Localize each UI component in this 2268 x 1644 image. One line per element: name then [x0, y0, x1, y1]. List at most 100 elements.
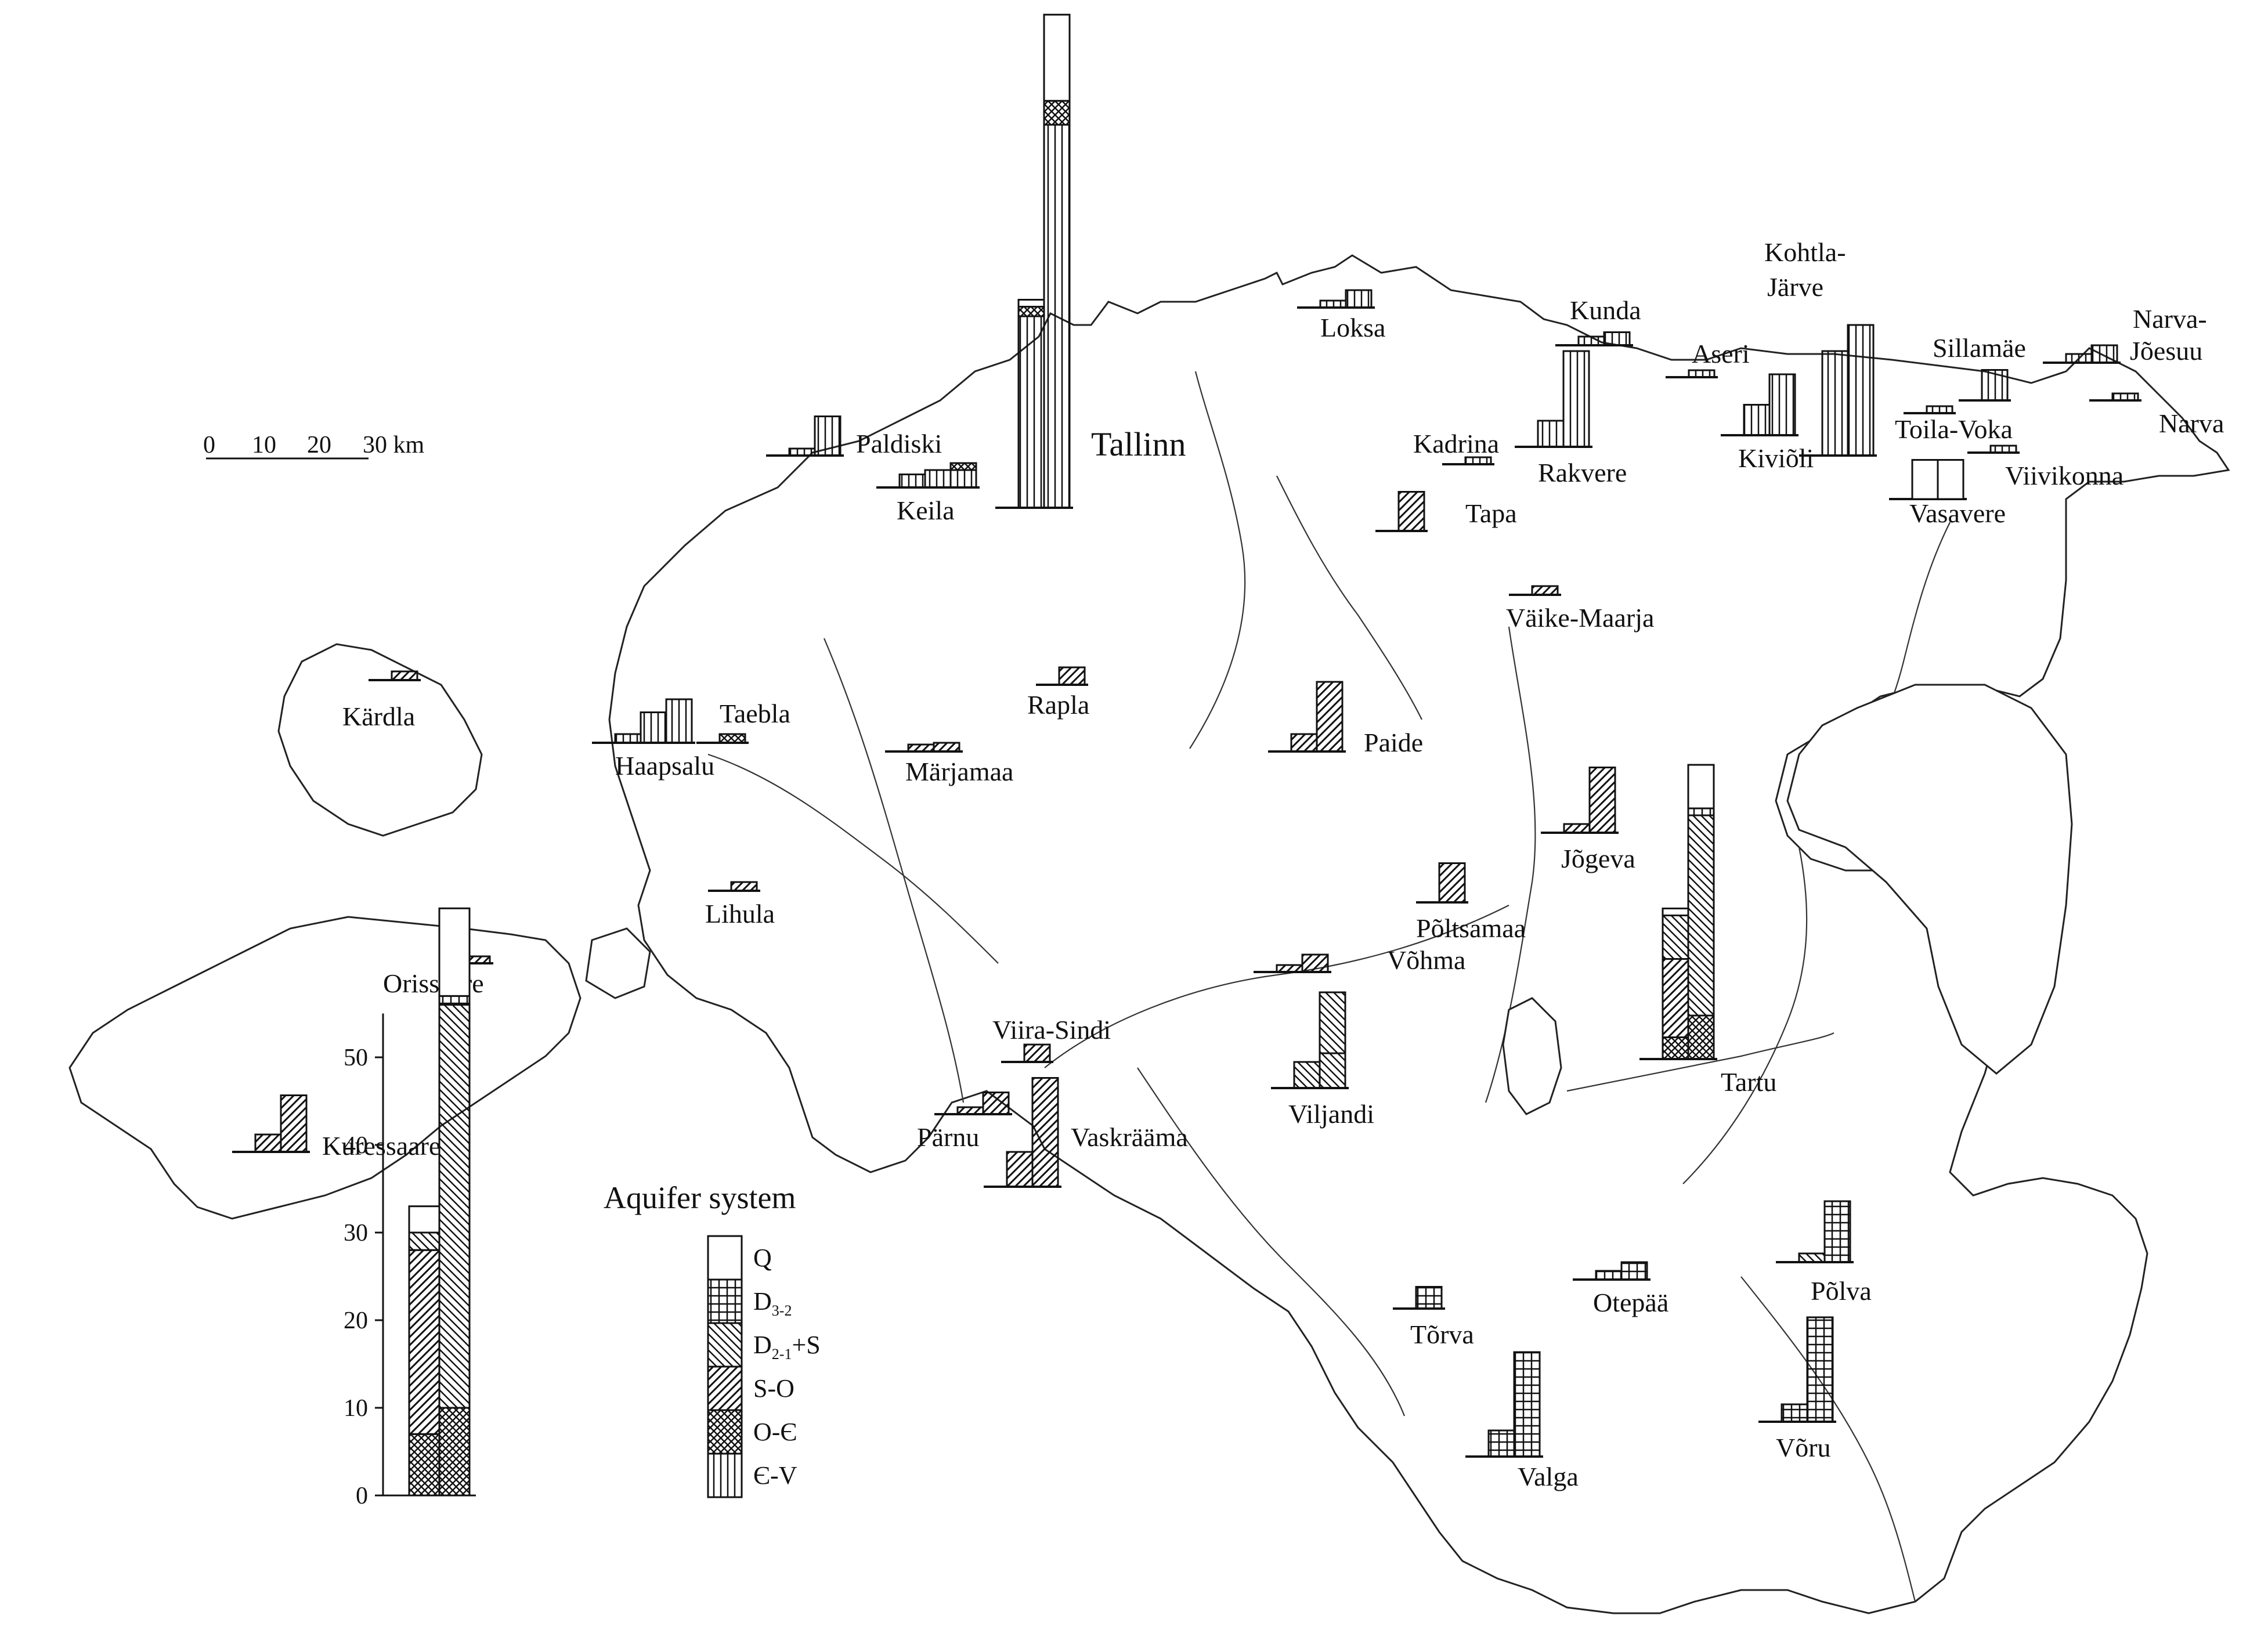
station-viirasindi — [1001, 1043, 1053, 1063]
station-toila — [1904, 405, 1956, 414]
city-label: Paide — [1364, 728, 1423, 757]
station-aseri — [1666, 369, 1718, 378]
lake-vortsjarv — [1502, 997, 1562, 1115]
station-taebla — [696, 733, 749, 744]
bar-segment-SO — [933, 742, 960, 753]
city-label: Paldiski — [856, 429, 942, 458]
bar-segment-CV — [1743, 404, 1771, 436]
station-narva — [2089, 392, 2141, 402]
city-label: Tartu — [1721, 1067, 1776, 1097]
axis-tick-label: 20 — [344, 1307, 368, 1334]
city-label: Loksa — [1320, 313, 1385, 342]
legend-label: S-O — [753, 1374, 794, 1403]
bar-segment-SO — [1058, 666, 1086, 686]
city-label: Vasavere — [1909, 498, 2006, 528]
bar-segment-D32 — [1806, 1316, 1834, 1423]
bar-segment-D32 — [1620, 1261, 1648, 1281]
example-segment-Q — [408, 1205, 440, 1234]
example-segment-D21S — [438, 1003, 471, 1409]
bar-segment-SO — [1276, 964, 1303, 973]
city-label: Jõesuu — [2130, 336, 2202, 366]
station-paldiski — [766, 415, 844, 457]
city-label: Sillamäe — [1933, 333, 2026, 363]
bar-segment-CV — [2090, 344, 2118, 364]
river — [1682, 847, 1808, 1184]
bar-segment-D32 — [1415, 1286, 1443, 1310]
bar-segment-OC — [1687, 1014, 1715, 1060]
legend-swatch-CV — [707, 1452, 743, 1498]
city-label: Võru — [1776, 1433, 1831, 1462]
bar-segment-SO — [1023, 1043, 1051, 1063]
bar-segment-CV — [1981, 369, 2009, 402]
station-vaikemaarja — [1509, 585, 1561, 596]
city-label: Viivikonna — [2005, 461, 2123, 490]
station-marjamaa — [885, 742, 963, 753]
station-kohtla — [1799, 324, 1877, 457]
bar-segment-CV — [1345, 289, 1373, 309]
example-segment-SO — [408, 1249, 440, 1435]
station-valga — [1465, 1351, 1543, 1458]
bar-segment-CV — [1562, 350, 1590, 448]
city-label: Tõrva — [1410, 1320, 1474, 1349]
station-paide — [1268, 681, 1346, 753]
station-loksa — [1297, 289, 1375, 309]
bar-segment-CV — [1821, 350, 1849, 457]
river — [1276, 475, 1422, 720]
legend-label: O-Є — [753, 1418, 797, 1446]
city-label: Tallinn — [1091, 425, 1186, 463]
legend-label: Q — [753, 1244, 772, 1272]
bar-segment-Q — [1043, 13, 1071, 102]
bar-segment-CV — [1688, 369, 1716, 378]
station-tartu — [1639, 764, 1717, 1060]
bar-segment-CV — [1043, 124, 1071, 509]
axis-tick-label: 40 — [344, 1132, 368, 1159]
legend-label: D3-2 — [753, 1287, 792, 1319]
city-label: Jõgeva — [1561, 844, 1635, 873]
station-sillamae — [1959, 369, 2011, 402]
bar-segment-OC — [949, 462, 977, 471]
bar-segment-CV — [2111, 392, 2139, 402]
bar-segment-SO — [1031, 1077, 1059, 1188]
city-label: Vaskrääma — [1071, 1122, 1188, 1152]
station-lihula — [708, 881, 760, 892]
city-label: Kärdla — [342, 702, 415, 731]
example-segment-OC — [438, 1407, 471, 1497]
city-label: Narva- — [2133, 304, 2207, 334]
city-label: Toila-Voka — [1895, 414, 2013, 444]
bar-segment-SO — [391, 670, 418, 681]
bar-segment-CV — [640, 711, 667, 744]
bar-segment-D32 — [1781, 1403, 1808, 1423]
bar-segment-CV — [614, 733, 642, 744]
city-label: Otepää — [1593, 1288, 1669, 1317]
bar-segment-CV — [1537, 420, 1565, 448]
bar-segment-Q — [1937, 459, 1964, 500]
city-label: Lihula — [705, 899, 775, 928]
city-label: Järve — [1767, 272, 1823, 302]
bar-segment-CV — [1464, 456, 1492, 465]
legend-title: Aquifer system — [604, 1180, 796, 1215]
city-label: Põlva — [1811, 1276, 1872, 1306]
bar-segment-D21S — [1293, 1061, 1321, 1089]
city-label: Viljandi — [1288, 1099, 1374, 1129]
station-kuressaare — [232, 1094, 310, 1153]
station-kadrina — [1442, 456, 1494, 465]
bar-segment-Q — [1662, 908, 1689, 916]
scale-tick-label: 20 — [307, 432, 331, 458]
station-jogeva — [1541, 767, 1619, 834]
bar-segment-D32 — [1487, 1429, 1515, 1458]
bar-segment-CV — [665, 698, 693, 744]
example-segment-D32 — [438, 995, 471, 1006]
example-segment-D21S — [408, 1231, 440, 1251]
example-segment-Q — [438, 907, 471, 997]
city-labels: TallinnPaldiskiKeilaLoksaKundaAseriKohtl… — [322, 237, 2224, 1491]
city-label: Keila — [897, 496, 955, 525]
bar-segment-CV — [1319, 299, 1347, 309]
legend-swatch-OC — [707, 1409, 743, 1455]
legend-swatch-D21S — [707, 1322, 743, 1368]
station-haapsalu — [592, 698, 695, 744]
city-label: Aseri — [1692, 339, 1750, 368]
city-label: Põltsamaa — [1416, 913, 1526, 943]
scale-tick-label: 0 — [203, 432, 215, 458]
bar-segment-CV — [949, 469, 977, 489]
